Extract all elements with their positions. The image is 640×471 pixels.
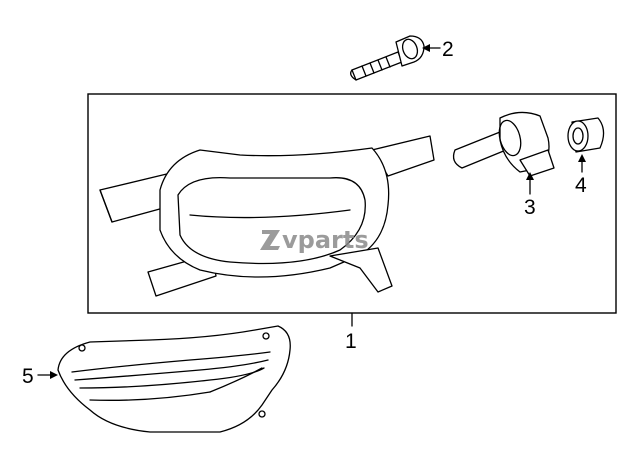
grommet-part[interactable] <box>567 117 605 153</box>
callout-1-label: 1 <box>345 330 357 353</box>
callout-1: 1 <box>345 312 357 353</box>
watermark-text: vparts <box>282 226 369 254</box>
callout-3: 3 <box>524 172 536 219</box>
callout-5-label: 5 <box>22 365 34 388</box>
callout-3-label: 3 <box>524 196 536 219</box>
callout-4: 4 <box>575 154 587 197</box>
callout-2: 2 <box>422 38 454 61</box>
callout-4-label: 4 <box>575 174 587 197</box>
bezel-part[interactable] <box>57 325 291 433</box>
bolt-part[interactable] <box>350 35 425 81</box>
callout-5: 5 <box>22 365 58 388</box>
fog-lamp-housing[interactable] <box>99 135 435 297</box>
callout-2-label: 2 <box>442 38 454 61</box>
bulb-part[interactable] <box>452 111 555 177</box>
watermark-logo: vparts <box>260 226 369 254</box>
